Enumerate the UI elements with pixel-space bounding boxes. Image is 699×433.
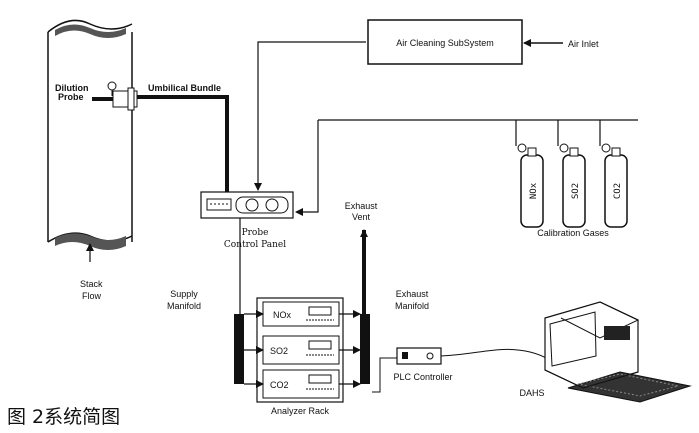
supply-manifold-label-2: Manifold: [167, 301, 201, 311]
analyzer-so2-label: SO2: [270, 346, 288, 356]
stack-flow-label-1: Stack: [80, 279, 103, 289]
cylinder-nox-label: NOx: [529, 182, 539, 199]
analyzer-so2: SO2: [262, 335, 340, 365]
exhaust-manifold: [360, 314, 370, 384]
air-inlet-label: Air Inlet: [568, 39, 599, 49]
analyzer-co2: CO2: [262, 369, 340, 399]
gas-cylinder-nox: NOx: [517, 143, 544, 228]
plc-controller: [396, 347, 442, 365]
analyzer-nox-label: NOx: [273, 310, 292, 320]
dilution-probe-label-2: Probe: [58, 92, 84, 102]
calibration-gas-line: [295, 120, 319, 216]
exhaust-vent-label-2: Vent: [352, 212, 371, 222]
calibration-gases-label: Calibration Gases: [537, 228, 609, 238]
probe-panel-label-2: Control Panel: [224, 240, 286, 250]
umbilical-bundle-line: [137, 95, 229, 192]
exhaust-vent-label-1: Exhaust: [345, 201, 378, 211]
analyzer-rack-label: Analyzer Rack: [271, 406, 330, 416]
manifold-connections: [244, 310, 361, 388]
gas-cylinder-co2: CO2: [601, 143, 628, 228]
probe-control-panel: [200, 191, 294, 219]
gas-cylinder-so2: SO2: [559, 143, 586, 228]
analyzer-nox: NOx: [262, 301, 340, 327]
probe-panel-label-1: Probe: [242, 228, 269, 238]
dilution-probe-label-1: Dilution: [55, 83, 89, 93]
exhaust-manifold-label-1: Exhaust: [396, 289, 429, 299]
supply-manifold-label-1: Supply: [170, 289, 198, 299]
figure-caption: 图 2系统简图: [7, 406, 120, 428]
dilution-probe: [92, 81, 138, 111]
analyzer-co2-label: CO2: [270, 380, 289, 390]
clean-air-line: [254, 41, 366, 191]
stack: [47, 19, 133, 250]
dahs-label: DAHS: [519, 388, 544, 398]
supply-manifold: [234, 314, 244, 384]
exhaust-manifold-label-2: Manifold: [395, 301, 429, 311]
plc-link-rack: [372, 357, 397, 393]
plc-controller-label: PLC Controller: [393, 372, 452, 382]
air-cleaning-label: Air Cleaning SubSystem: [396, 38, 494, 48]
umbilical-bundle-label: Umbilical Bundle: [148, 83, 221, 93]
cylinder-co2-label: CO2: [613, 183, 623, 199]
cylinder-so2-label: SO2: [571, 183, 581, 199]
pressure-gauge-icon: [107, 81, 117, 91]
stack-flow-label-2: Flow: [82, 291, 102, 301]
dahs-computer: [544, 301, 692, 403]
air-cleaning-subsystem-box: [367, 19, 523, 65]
